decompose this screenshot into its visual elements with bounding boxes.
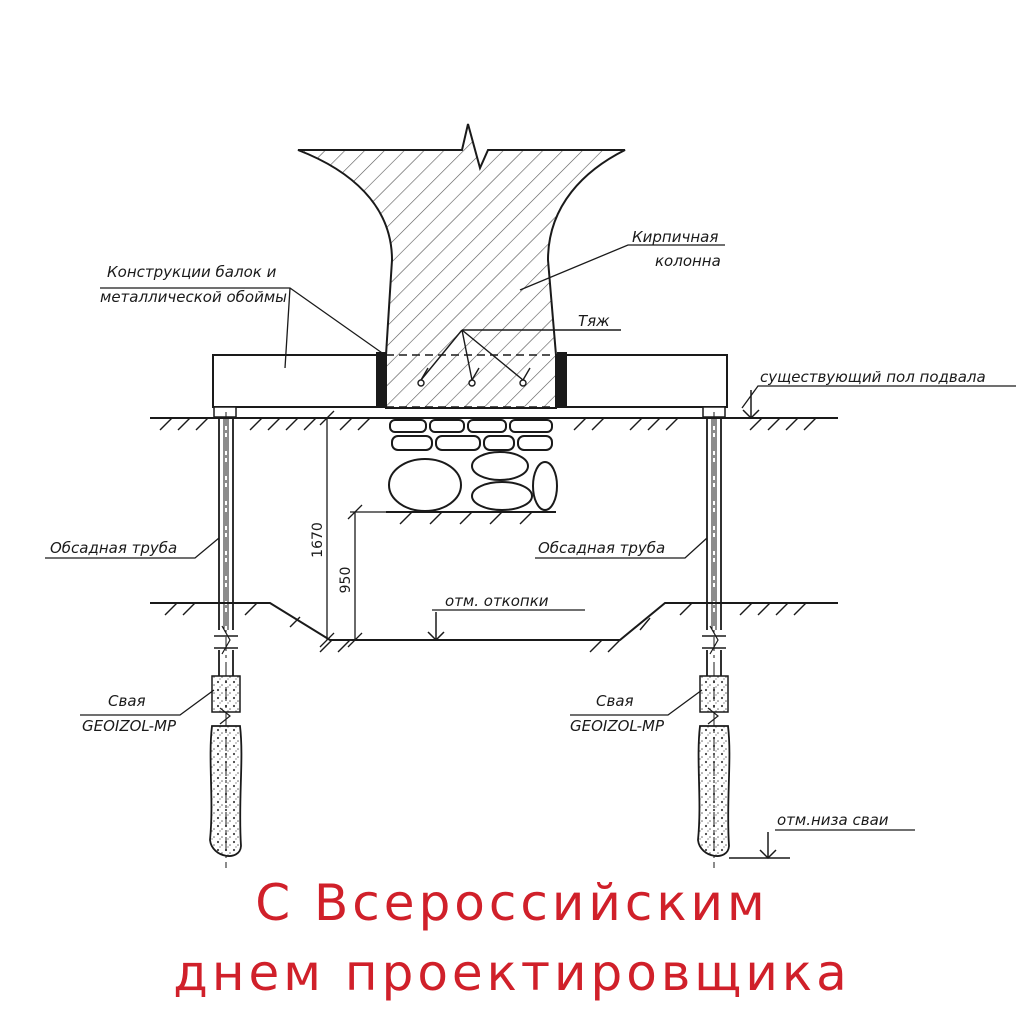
- brick-column: [297, 123, 626, 409]
- label-beams-line1: Конструкции балок и: [107, 263, 277, 281]
- label-pile-left-line2: GEOIZOL-MP: [82, 717, 177, 735]
- label-pile-right-line1: Свая: [596, 692, 634, 710]
- label-pile-right-line2: GEOIZOL-MP: [570, 717, 665, 735]
- greeting-line-2: днем проектировщика: [173, 944, 851, 1002]
- label-pile-left-line1: Свая: [108, 692, 146, 710]
- left-pile: [209, 406, 243, 868]
- right-pile: [697, 406, 731, 868]
- excavation-line: [150, 602, 838, 653]
- label-tie: Тяж: [578, 312, 610, 330]
- level-markers: [427, 390, 790, 860]
- dimension-lines: [319, 410, 386, 648]
- greeting-line-1: С Всероссийским: [255, 874, 769, 932]
- rubble-foundation: [386, 418, 558, 512]
- right-beam: [556, 354, 728, 408]
- dimension-lower: 950: [338, 567, 354, 594]
- label-casing-right: Обсадная труба: [538, 539, 665, 557]
- label-pile-bottom: отм.низа сваи: [777, 811, 889, 829]
- label-floor: существующий пол подвала: [760, 368, 986, 386]
- label-column-line1: Кирпичная: [632, 228, 718, 246]
- label-column-line2: колонна: [655, 252, 721, 270]
- leader-lines: [45, 244, 1016, 831]
- basement-floor-line: [150, 417, 838, 525]
- label-excavation: отм. откопки: [445, 592, 549, 610]
- left-beam: [212, 354, 386, 408]
- label-beams-line2: металлической обоймы: [100, 288, 287, 306]
- dimension-total: 1670: [310, 522, 326, 558]
- tie-rods: [417, 329, 621, 387]
- label-casing-left: Обсадная труба: [50, 539, 177, 557]
